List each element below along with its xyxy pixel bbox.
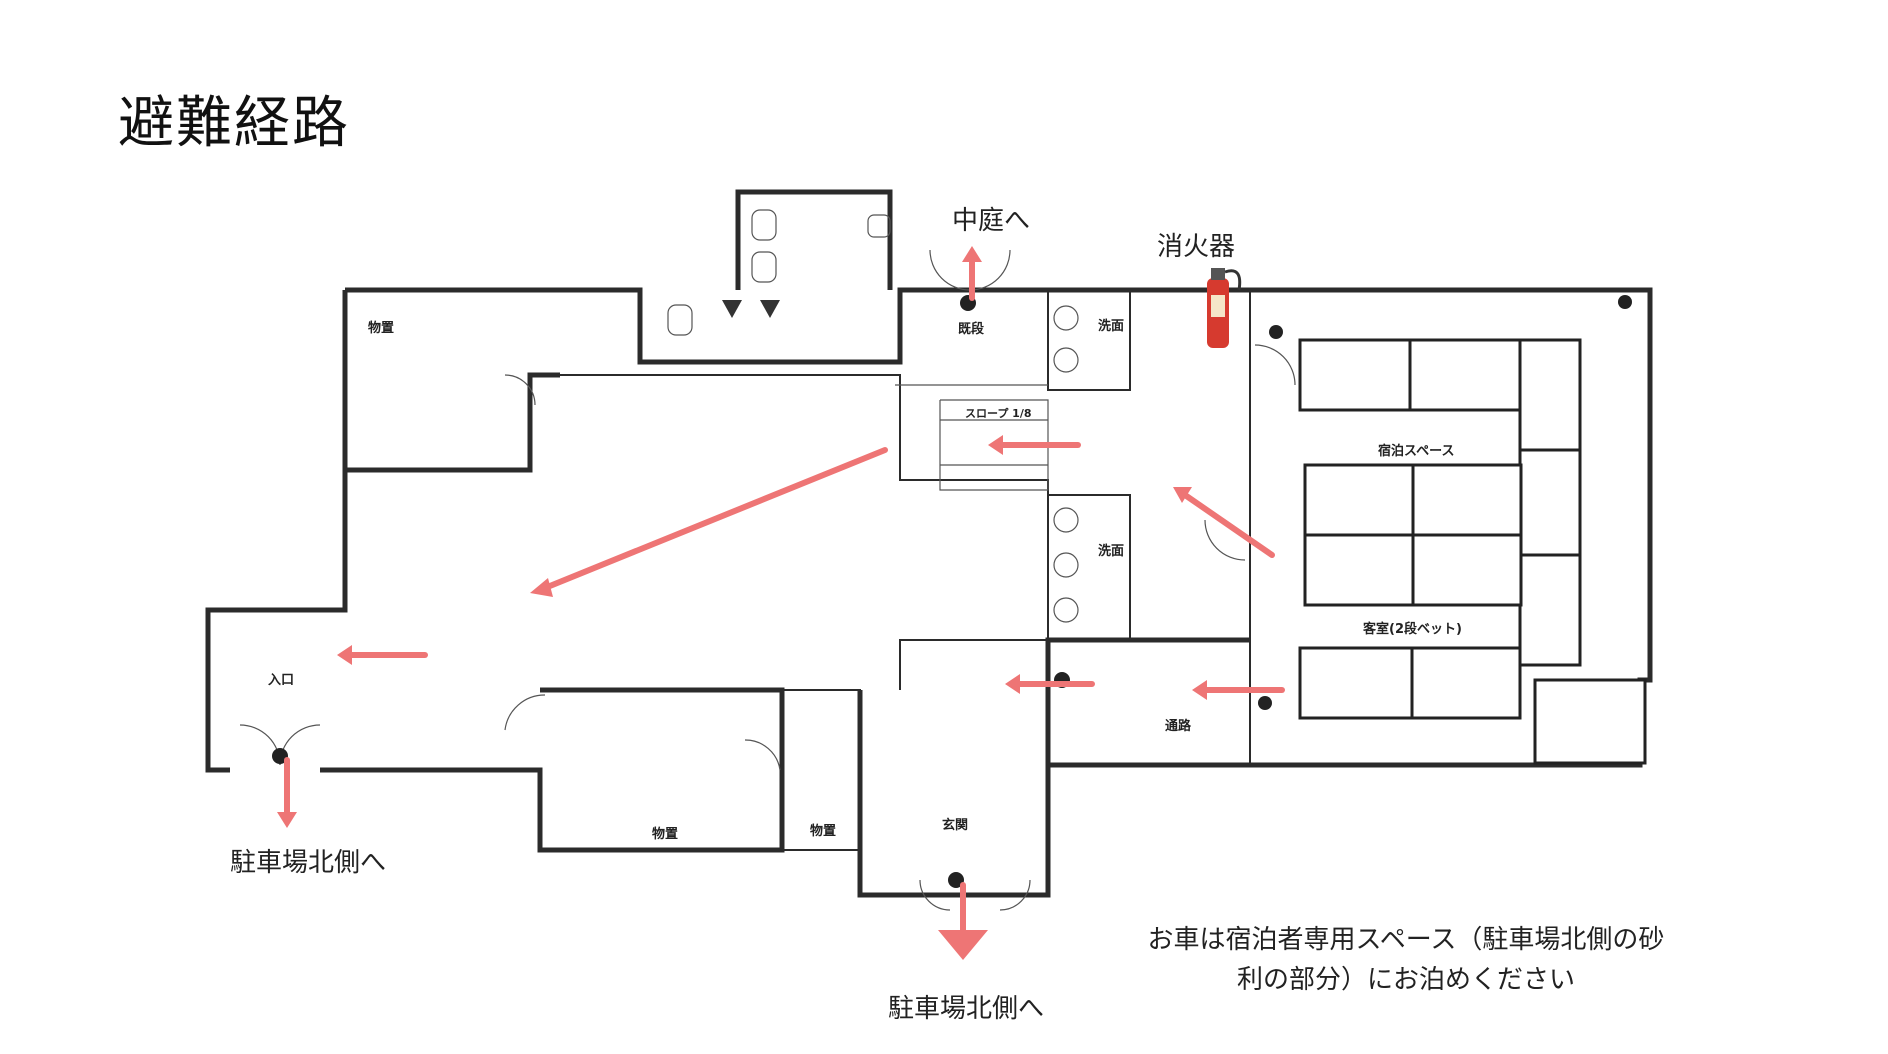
fixtures [667, 209, 1079, 623]
walls [205, 189, 1653, 898]
room-slope: スロープ 1/8 [965, 407, 1032, 420]
door-courtyard-left [929, 249, 971, 291]
wall-left-wing [345, 287, 1240, 365]
exit-marker-icon [1258, 696, 1272, 710]
toilet-icon [751, 209, 777, 241]
arrow-lodging-diagonal [1182, 492, 1275, 558]
toilet-icon [667, 304, 693, 336]
room-washroom-mid: 洗面 [1098, 544, 1125, 559]
exit-marker-icon [1618, 295, 1632, 309]
bed [1533, 678, 1647, 765]
bed [1518, 553, 1582, 667]
fire-extinguisher-icon [1207, 268, 1242, 348]
courtyard-label: 中庭へ [952, 206, 1031, 236]
wall-genkan [857, 637, 1250, 898]
parking-north-bottom-label: 駐車場北側へ [888, 994, 1045, 1024]
room-storage-bottom-right: 物置 [810, 824, 837, 839]
urinal-icon [760, 300, 780, 318]
sink-icon [1053, 347, 1079, 373]
sink-icon [1053, 507, 1079, 533]
sink-icon [1053, 552, 1079, 578]
bed [1298, 646, 1414, 720]
page-title: 避難経路 [118, 91, 350, 156]
bed [1410, 646, 1522, 720]
wall-left-top [342, 290, 560, 473]
bed [1518, 338, 1582, 452]
evacuation-arrows [277, 246, 1285, 960]
exit-marker-icon [948, 872, 964, 888]
door-genkan-right [999, 879, 1031, 911]
sink-icon [867, 214, 891, 238]
room-lodging-space: 宿泊スペース [1378, 444, 1455, 459]
arrow-hall-diagonal [537, 447, 888, 593]
bed [1303, 463, 1415, 537]
wall-hall-inner [560, 374, 1049, 690]
door-courtyard-right [969, 249, 1011, 291]
parking-note: お車は宿泊者専用スペース（駐車場北側の砂利の部分）にお泊めください [1147, 925, 1665, 995]
room-storage-bottom-left: 物置 [652, 827, 679, 842]
door-lodging [1204, 519, 1246, 561]
room-entrance: 入口 [268, 673, 295, 688]
slope-lines [939, 399, 1049, 491]
door-genkan-left [919, 879, 951, 911]
bed [1303, 533, 1415, 607]
bed [1411, 463, 1523, 537]
door-storage-small [744, 739, 781, 771]
extinguisher-label: 消火器 [1157, 232, 1236, 262]
door-storage-bottom [504, 694, 546, 731]
parking-north-left-label: 駐車場北側へ [230, 848, 387, 878]
room-step: 既段 [958, 322, 985, 337]
sink-icon [1053, 597, 1079, 623]
bed [1408, 338, 1522, 412]
beds [1298, 338, 1647, 765]
sink-icon [1053, 305, 1079, 331]
door-storage-top [504, 374, 536, 406]
wall-entrance-bottom [320, 687, 785, 853]
bed [1298, 338, 1412, 412]
toilet-icon [751, 251, 777, 283]
urinal-icon [722, 300, 742, 318]
exit-marker-icon [1269, 325, 1283, 339]
wall-toilet-block [735, 189, 893, 290]
bed [1518, 448, 1582, 557]
room-storage-top: 物置 [368, 321, 395, 336]
room-genkan: 玄関 [942, 818, 969, 833]
door-right-top [1254, 344, 1296, 386]
bed [1411, 533, 1523, 607]
room-guest: 客室(2段ベット) [1363, 622, 1462, 637]
room-corridor: 通路 [1165, 719, 1192, 734]
wall-wash-mid [1048, 494, 1131, 640]
room-washroom-top: 洗面 [1098, 319, 1125, 334]
wall-entrance-left [205, 470, 348, 773]
wall-wash-top [1047, 290, 1131, 391]
doors [239, 249, 1296, 911]
